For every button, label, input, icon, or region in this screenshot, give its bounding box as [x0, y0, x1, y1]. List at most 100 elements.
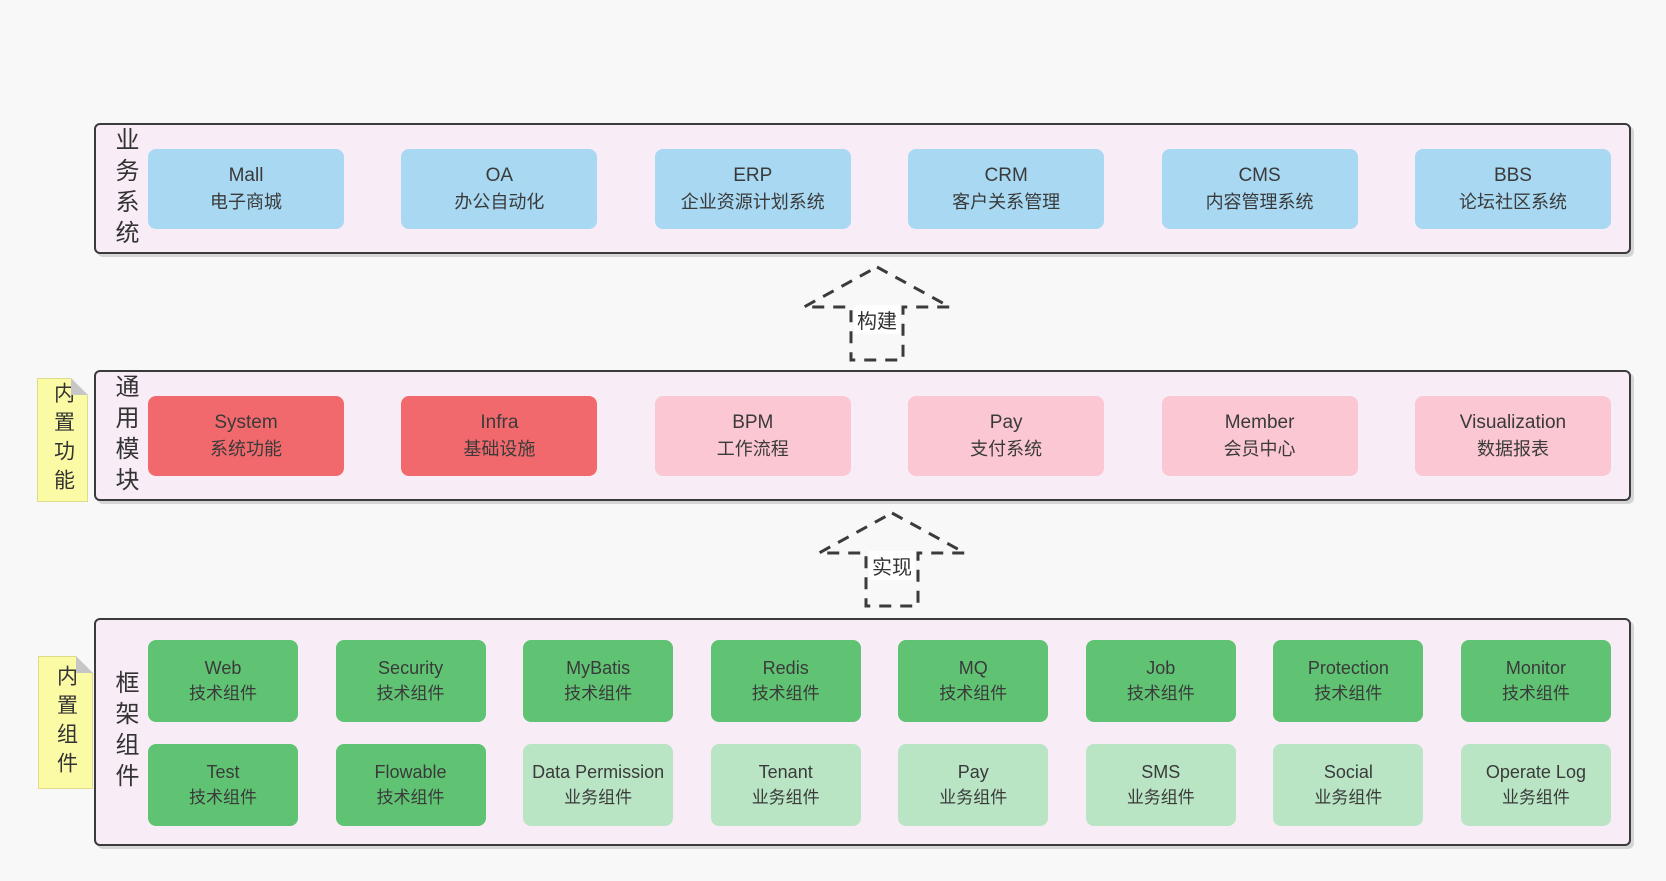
note-built-in-features-label: 内置功能 — [51, 382, 75, 498]
box-desc: 内容管理系统 — [1205, 191, 1314, 212]
box-desc: 技术组件 — [751, 684, 820, 703]
arrow-build-label: 构建 — [854, 305, 900, 334]
box-name: Member — [1224, 411, 1295, 433]
box-mq: MQ 技术组件 — [898, 640, 1049, 722]
box-tenant: Tenant 业务组件 — [710, 744, 861, 826]
box-sms: SMS 业务组件 — [1085, 744, 1236, 826]
box-name: MQ — [958, 658, 988, 678]
box-desc: 技术组件 — [189, 684, 257, 703]
box-desc: 技术组件 — [1314, 684, 1383, 703]
box-desc: 办公自动化 — [454, 191, 545, 212]
box-name: Web — [204, 658, 242, 678]
box-desc: 电子商城 — [210, 191, 282, 212]
box-name: MyBatis — [566, 658, 631, 678]
box-desc: 技术组件 — [564, 684, 633, 703]
box-redis: Redis 技术组件 — [710, 640, 861, 722]
box-flowable: Flowable 技术组件 — [335, 744, 486, 826]
box-desc: 基础设施 — [463, 438, 536, 459]
box-desc: 客户关系管理 — [952, 191, 1061, 212]
box-name: Redis — [762, 658, 809, 678]
box-data-permission: Data Permission 业务组件 — [523, 744, 674, 826]
box-name: Mall — [228, 164, 264, 186]
box-desc: 业务组件 — [751, 788, 820, 807]
box-desc: 系统功能 — [210, 438, 282, 459]
box-name: Pay — [957, 762, 989, 782]
box-monitor: Monitor 技术组件 — [1460, 640, 1611, 722]
box-system: System 系统功能 — [148, 395, 344, 476]
box-visualization: Visualization 数据报表 — [1414, 395, 1611, 476]
box-desc: 技术组件 — [1126, 684, 1195, 703]
business-systems-row: Mall 电子商城 OA 办公自动化 ERP 企业资源计划系统 CRM 客户关系… — [148, 125, 1611, 252]
box-name: Operate Log — [1485, 762, 1586, 782]
note-built-in-components-label: 内置组件 — [54, 664, 78, 781]
box-job: Job 技术组件 — [1085, 640, 1236, 722]
box-protection: Protection 技术组件 — [1273, 640, 1424, 722]
band-label-framework-components: 框架组件 — [111, 670, 138, 794]
box-name: Pay — [989, 411, 1023, 433]
box-crm: CRM 客户关系管理 — [908, 148, 1105, 229]
box-member: Member 会员中心 — [1161, 395, 1358, 476]
box-desc: 技术组件 — [376, 788, 445, 807]
box-pay-component: Pay 业务组件 — [898, 744, 1049, 826]
box-desc: 技术组件 — [376, 684, 445, 703]
box-security: Security 技术组件 — [335, 640, 486, 722]
box-desc: 会员中心 — [1223, 438, 1296, 459]
box-name: Data Permission — [532, 762, 665, 782]
band-common-modules: 通用模块 System 系统功能 Infra 基础设施 BPM 工作流程 Pay… — [94, 370, 1631, 501]
box-erp: ERP 企业资源计划系统 — [654, 148, 851, 229]
box-infra: Infra 基础设施 — [401, 395, 598, 476]
box-mall: Mall 电子商城 — [148, 148, 344, 229]
box-desc: 企业资源计划系统 — [680, 191, 825, 212]
box-name: Protection — [1307, 658, 1389, 678]
box-oa: OA 办公自动化 — [401, 148, 598, 229]
block-arrow-up-icon — [818, 511, 966, 608]
box-desc: 技术组件 — [189, 788, 257, 807]
box-name: BPM — [732, 411, 774, 433]
note-fold-icon — [71, 378, 88, 395]
box-name: Tenant — [758, 762, 813, 782]
box-mybatis: MyBatis 技术组件 — [523, 640, 674, 722]
box-test: Test 技术组件 — [148, 744, 298, 826]
box-name: Social — [1323, 762, 1373, 782]
note-built-in-components: 内置组件 — [38, 656, 93, 789]
box-name: Security — [378, 658, 444, 678]
band-framework-components: 框架组件 Web 技术组件 Security 技术组件 MyBatis 技术组件… — [94, 618, 1631, 846]
box-cms: CMS 内容管理系统 — [1161, 148, 1358, 229]
box-pay-system: Pay 支付系统 — [908, 395, 1105, 476]
band-label-business-systems: 业务系统 — [111, 126, 138, 251]
arrow-build: 构建 — [801, 265, 953, 363]
box-desc: 论坛社区系统 — [1458, 191, 1567, 212]
box-desc: 数据报表 — [1476, 438, 1549, 459]
box-name: CRM — [984, 164, 1028, 186]
common-modules-row: System 系统功能 Infra 基础设施 BPM 工作流程 Pay 支付系统… — [148, 372, 1611, 499]
note-built-in-features: 内置功能 — [37, 378, 88, 502]
box-name: Test — [206, 762, 240, 782]
arrow-implement-label: 实现 — [869, 551, 915, 580]
box-name: CMS — [1238, 164, 1281, 186]
box-name: Monitor — [1505, 658, 1566, 678]
box-name: SMS — [1141, 762, 1181, 782]
note-fold-icon — [76, 656, 93, 673]
box-desc: 业务组件 — [1126, 788, 1195, 807]
box-social: Social 业务组件 — [1273, 744, 1424, 826]
block-arrow-up-icon — [803, 265, 951, 362]
box-name: BBS — [1493, 164, 1532, 186]
box-desc: 业务组件 — [564, 788, 633, 807]
band-label-common-modules: 通用模块 — [111, 373, 138, 498]
box-desc: 技术组件 — [1501, 684, 1570, 703]
box-desc: 业务组件 — [939, 788, 1008, 807]
box-name: Infra — [480, 411, 519, 433]
box-name: Flowable — [374, 762, 447, 782]
box-desc: 工作流程 — [716, 438, 789, 459]
framework-components-row-2: Test 技术组件 Flowable 技术组件 Data Permission … — [148, 744, 1611, 826]
box-desc: 支付系统 — [970, 438, 1043, 459]
box-bpm: BPM 工作流程 — [654, 395, 851, 476]
box-name: ERP — [733, 164, 773, 186]
box-desc: 业务组件 — [1314, 788, 1383, 807]
box-bbs: BBS 论坛社区系统 — [1414, 148, 1611, 229]
framework-components-row-1: Web 技术组件 Security 技术组件 MyBatis 技术组件 Redi… — [148, 640, 1611, 722]
box-desc: 技术组件 — [939, 684, 1008, 703]
box-name: Visualization — [1459, 411, 1567, 433]
box-name: System — [214, 411, 278, 433]
